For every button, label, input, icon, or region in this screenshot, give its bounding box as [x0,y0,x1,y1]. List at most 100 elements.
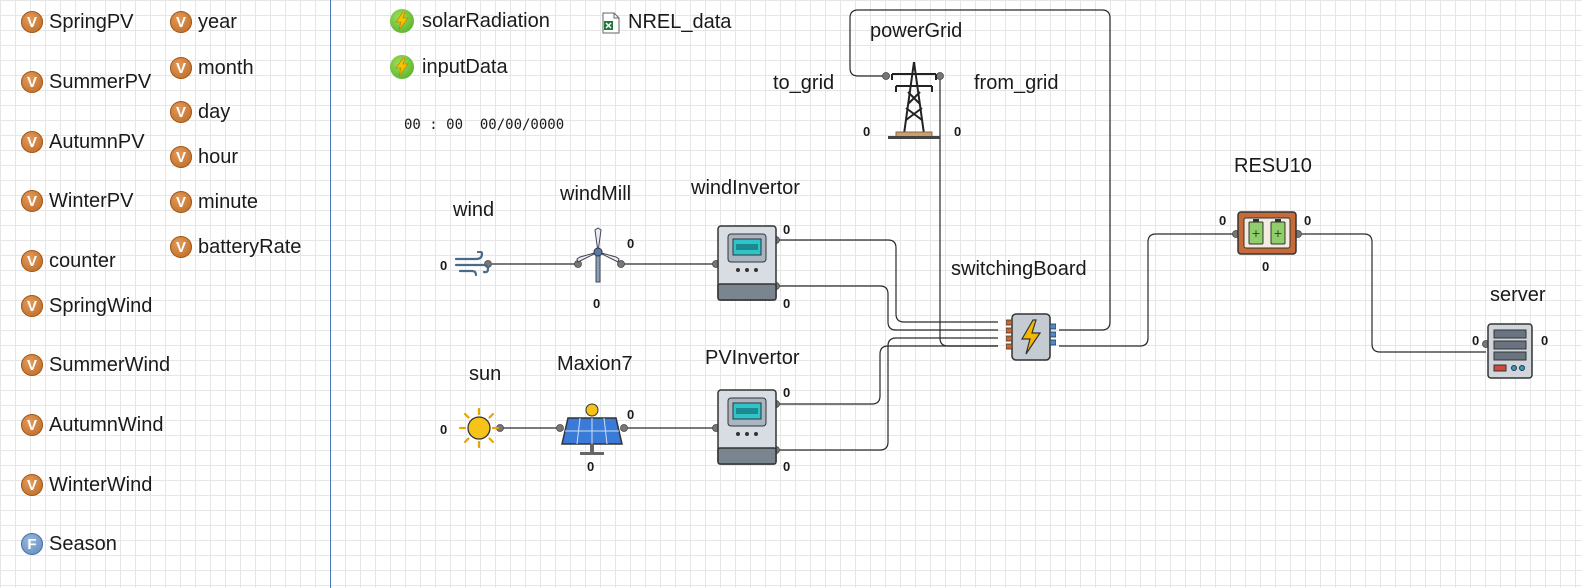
port-label-from-grid: from_grid [974,72,1059,94]
variable-icon: V [21,131,43,153]
port-value: 0 [1219,213,1227,228]
panel-divider [330,0,331,588]
port-value: 0 [783,222,791,237]
port-value: 0 [587,459,595,474]
port-label-to-grid: to_grid [773,72,835,94]
variable-label: WinterWind [49,473,153,496]
port-value: 0 [1262,259,1270,274]
variable-springpv[interactable]: V SpringPV [21,10,134,34]
variable-icon: V [170,101,192,123]
wind-icon [454,250,490,277]
variable-icon: V [21,11,43,33]
variable-month[interactable]: V month [170,56,254,80]
variable-icon: V [21,250,43,272]
switching-board-node[interactable] [1005,312,1057,367]
pv-invertor-node[interactable] [716,388,778,471]
port-value: 0 [593,296,601,311]
variable-autumnpv[interactable]: V AutumnPV [21,130,145,154]
invertor-icon [717,389,777,465]
lightning-icon [390,55,414,79]
wind-invertor-node[interactable] [716,224,778,307]
variable-label: AutumnWind [49,413,164,436]
server-icon [1487,323,1533,379]
wire[interactable] [1298,233,1486,353]
port-value: 0 [440,258,448,273]
windmill-node[interactable] [574,226,622,289]
variable-label: month [198,56,254,79]
function-season[interactable]: F Season [21,532,117,556]
node-label-maxion7: Maxion7 [557,353,633,375]
action-input-data[interactable]: inputData [390,55,508,79]
node-label-server: server [1490,284,1546,306]
variable-winterwind[interactable]: V WinterWind [21,473,152,497]
variable-icon: V [170,146,192,168]
sun-node[interactable] [458,407,500,454]
variable-icon: V [21,295,43,317]
variable-springwind[interactable]: V SpringWind [21,294,152,318]
node-label-sun: sun [469,363,502,385]
variable-icon: V [21,71,43,93]
variable-label: day [198,100,231,123]
variable-minute[interactable]: V minute [170,190,258,214]
svg-text:+: + [1251,227,1260,240]
excel-file-nrel-data[interactable]: NREL_data [602,11,731,34]
server-node[interactable] [1486,322,1534,385]
variable-icon: V [170,57,192,79]
node-label-resu10: RESU10 [1234,155,1312,177]
node-label-windmill: windMill [560,183,632,205]
variable-icon: V [170,191,192,213]
switching-board-icon [1005,313,1057,361]
windmill-icon [576,227,620,283]
variable-summerpv[interactable]: V SummerPV [21,70,151,94]
wind-node[interactable] [454,250,490,282]
port-value: 0 [1472,333,1480,348]
port-value: 0 [1304,213,1312,228]
port-value: 0 [783,459,791,474]
battery-icon: + + [1237,211,1297,255]
variable-day[interactable]: V day [170,100,230,124]
wire[interactable] [849,9,1111,331]
port-value: 0 [627,236,635,251]
model-clock: 00 : 00 00/00/0000 [404,117,565,133]
wire[interactable] [776,337,998,451]
power-tower-icon [888,61,940,139]
variable-label: minute [198,190,259,213]
variable-hour[interactable]: V hour [170,145,238,169]
wire[interactable] [776,285,998,331]
variable-summerwind[interactable]: V SummerWind [21,353,170,377]
port-value: 0 [954,124,962,139]
maxion7-pv-panel-node[interactable] [560,402,624,463]
variable-label: AutumnPV [49,130,145,153]
variable-batteryrate[interactable]: V batteryRate [170,235,301,259]
solar-panel-icon [561,403,623,455]
excel-file-label: NREL_data [628,11,732,33]
resu10-battery-node[interactable]: + + [1236,210,1298,261]
sun-icon [458,407,500,449]
variable-icon: V [21,414,43,436]
wire[interactable] [776,239,998,323]
variable-label: WinterPV [49,189,134,212]
variable-label: SummerPV [49,70,152,93]
wire[interactable] [776,345,998,405]
excel-file-icon [602,12,620,34]
variable-icon: V [21,354,43,376]
wire[interactable] [1059,233,1236,347]
port-value: 0 [783,296,791,311]
variable-year[interactable]: V year [170,10,237,34]
variable-icon: V [21,190,43,212]
node-label-powergrid: powerGrid [870,20,963,42]
variable-label: counter [49,249,116,272]
variable-autumnwind[interactable]: V AutumnWind [21,413,164,437]
node-label-windinvertor: windInvertor [691,177,800,199]
port-value: 0 [1541,333,1549,348]
wire[interactable] [939,76,998,347]
action-label: inputData [422,55,508,78]
node-label-wind: wind [453,199,495,221]
action-solar-radiation[interactable]: solarRadiation [390,9,550,33]
variable-counter[interactable]: V counter [21,249,116,273]
power-grid-node[interactable] [884,60,944,145]
variable-winterpv[interactable]: V WinterPV [21,189,133,213]
node-label-pvinvertor: PVInvertor [705,347,800,369]
variable-icon: V [170,11,192,33]
